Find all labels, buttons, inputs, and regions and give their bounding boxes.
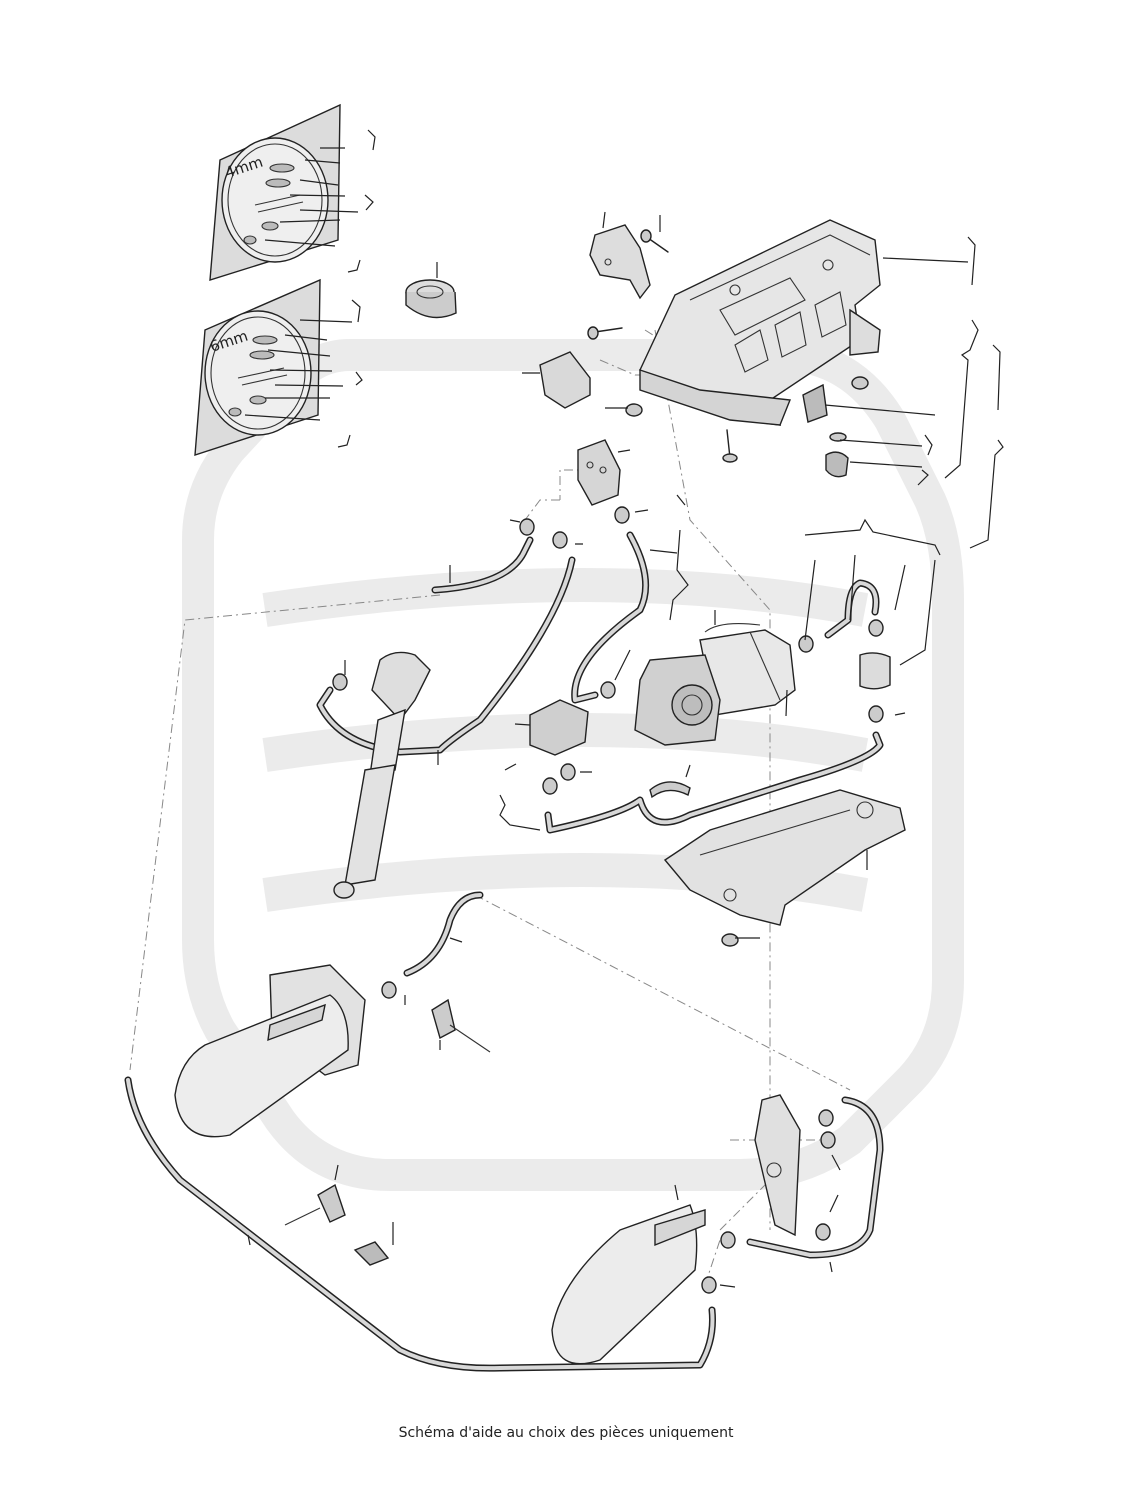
compressor-mounting-frame <box>639 219 881 426</box>
bolt-left <box>587 326 623 340</box>
bolt-upper <box>640 229 669 253</box>
leader-lines <box>244 129 1004 1288</box>
rubber-mounts <box>802 383 849 478</box>
air-reservoir-right <box>551 1094 801 1365</box>
hose-clamp <box>649 781 691 799</box>
diagram-caption: Schéma d'aide au choix des pièces unique… <box>398 1425 734 1441</box>
air-compressor <box>634 623 796 746</box>
heat-shield <box>663 789 906 926</box>
mounting-bracket <box>589 224 651 300</box>
nut-frame-right <box>851 376 869 390</box>
control-relay <box>529 699 589 756</box>
washer-screw <box>829 432 847 442</box>
shock-absorber <box>333 651 431 899</box>
seal-kit-6mm: 6mm <box>194 278 321 456</box>
assembly-guide-lines <box>129 329 851 1286</box>
air-dryer-filter <box>859 652 891 690</box>
nut-bottom-shield <box>721 933 739 947</box>
bolts-and-nuts <box>587 229 869 947</box>
seal-kit-4mm: 4mm <box>209 103 341 281</box>
o-ring-set-4mm <box>243 163 304 245</box>
valve-block <box>577 439 621 506</box>
bolt-lower <box>722 429 738 463</box>
nut-frame-left <box>625 403 643 417</box>
relay <box>539 351 591 409</box>
air-reservoir-left <box>174 964 366 1138</box>
o-ring-set-6mm <box>228 335 288 417</box>
pipe-connectors-upper <box>332 506 884 1294</box>
air-hoses <box>124 531 884 1372</box>
cable-ties-and-clips <box>284 998 491 1266</box>
tape-roll <box>405 279 457 319</box>
